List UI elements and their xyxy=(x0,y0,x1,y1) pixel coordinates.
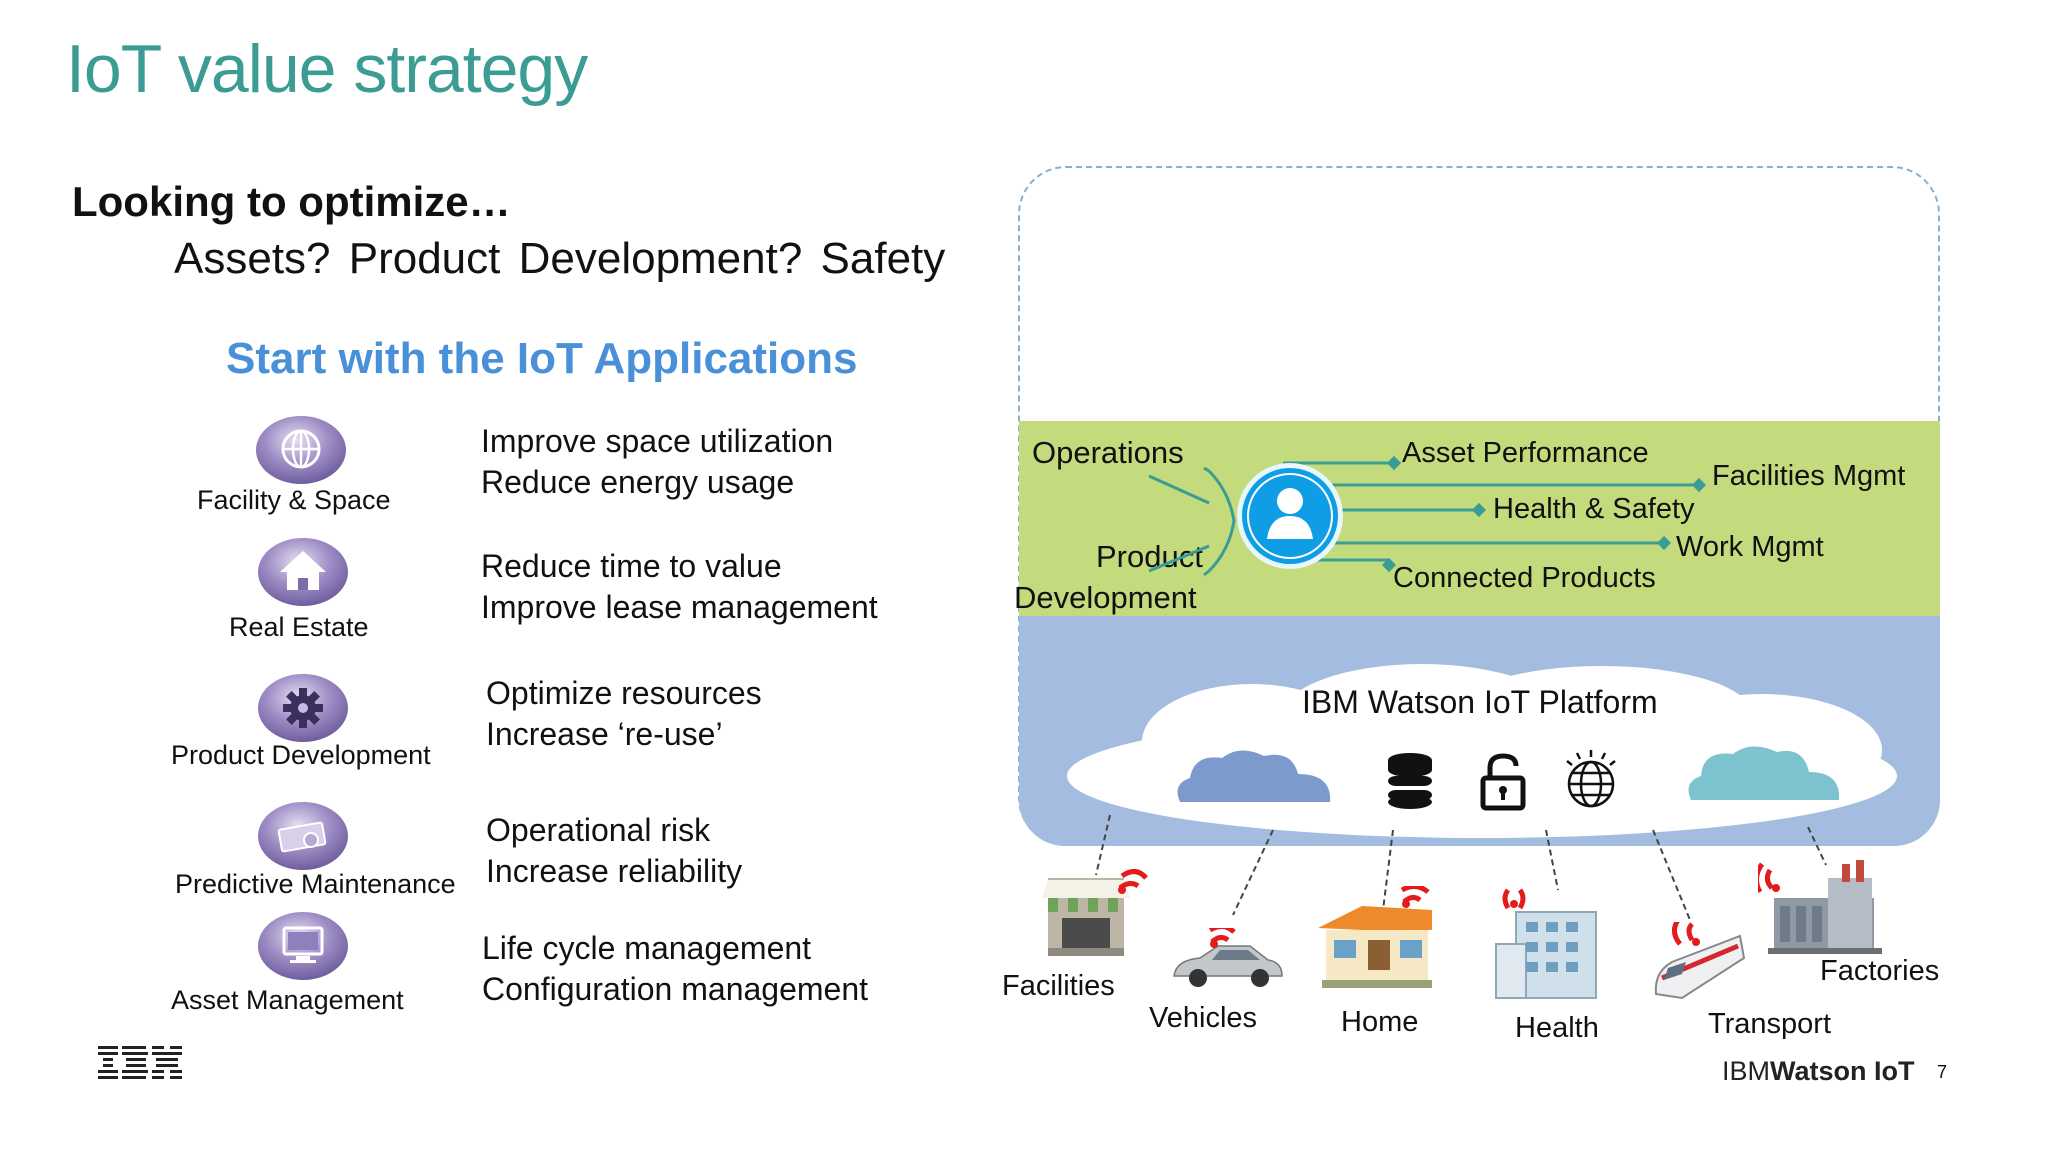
app-facilities-mgmt: Facilities Mgmt xyxy=(1712,460,1906,492)
vehicle-icon xyxy=(1173,928,1283,987)
device-vehicles: Vehicles xyxy=(1149,1002,1258,1034)
cloud-icon xyxy=(1177,750,1331,802)
money-icon xyxy=(256,800,350,872)
app-label-asset-management: Asset Management xyxy=(171,985,404,1015)
benefits-asset-management: Life cycle management Configuration mana… xyxy=(482,928,868,1010)
device-transport: Transport xyxy=(1708,1008,1832,1040)
train-icon xyxy=(1654,922,1746,1000)
app-label-facility: Facility & Space xyxy=(197,485,391,515)
device-health: Health xyxy=(1515,1012,1599,1044)
device-facilities: Facilities xyxy=(1002,970,1115,1002)
benefit-line: Operational risk xyxy=(486,812,711,848)
facilities-store-icon xyxy=(1042,869,1148,956)
ibm-logo xyxy=(98,1046,182,1079)
benefits-predictive-maintenance: Operational risk Increase reliability xyxy=(486,810,742,892)
development-label: Development xyxy=(1014,580,1197,615)
benefit-line: Increase ‘re-use’ xyxy=(486,716,723,752)
benefit-line: Configuration management xyxy=(482,971,869,1007)
applications-band xyxy=(1019,421,1940,616)
platform-label: IBM Watson IoT Platform xyxy=(1302,684,1658,720)
database-icon xyxy=(1388,753,1432,809)
question-items: Assets? Product Development? Safety xyxy=(174,234,946,283)
app-asset-performance: Asset Performance xyxy=(1402,437,1649,469)
benefit-line: Reduce time to value xyxy=(481,548,782,584)
app-connected-products: Connected Products xyxy=(1393,562,1656,594)
factory-icon xyxy=(1758,860,1882,954)
benefit-line: Improve lease management xyxy=(481,589,878,625)
app-label-product-development: Product Development xyxy=(171,740,431,770)
page-number: 7 xyxy=(1937,1062,1948,1082)
home-icon xyxy=(1318,886,1432,988)
operations-label: Operations xyxy=(1032,435,1184,470)
gear-icon xyxy=(256,672,350,744)
device-connections xyxy=(1095,814,1827,921)
cloud-icon xyxy=(1688,746,1840,800)
benefits-product-development: Optimize resources Increase ‘re-use’ xyxy=(486,673,762,755)
monitor-icon xyxy=(256,910,350,982)
watson-logo-prefix: IBM xyxy=(1722,1056,1771,1086)
watson-globe-icon xyxy=(1566,750,1616,808)
benefits-facility: Improve space utilization Reduce energy … xyxy=(481,421,833,503)
watson-iot-logo: IBMWatson IoT xyxy=(1722,1056,1915,1087)
app-label-real-estate: Real Estate xyxy=(229,612,369,642)
app-health-safety: Health & Safety xyxy=(1493,493,1695,525)
benefit-line: Improve space utilization xyxy=(481,423,834,459)
watson-logo-suffix: Watson IoT xyxy=(1770,1056,1915,1086)
benefit-line: Increase reliability xyxy=(486,853,743,889)
app-label-predictive-maintenance: Predictive Maintenance xyxy=(175,869,456,899)
device-home: Home xyxy=(1341,1006,1419,1038)
lock-icon xyxy=(1480,753,1526,811)
app-work-mgmt: Work Mgmt xyxy=(1676,531,1824,563)
connector-lines xyxy=(1148,455,1707,577)
house-icon xyxy=(256,536,350,608)
question-heading: Looking to optimize… xyxy=(72,178,511,225)
benefit-line: Optimize resources xyxy=(486,675,762,711)
globe-icon xyxy=(254,414,348,486)
benefits-real-estate: Reduce time to value Improve lease manag… xyxy=(481,546,878,628)
slide-title: IoT value strategy xyxy=(66,31,588,107)
hospital-icon xyxy=(1495,888,1597,999)
device-factories: Factories xyxy=(1820,955,1940,987)
benefit-line: Life cycle management xyxy=(482,930,812,966)
apps-heading: Start with the IoT Applications xyxy=(226,334,858,383)
benefit-line: Reduce energy usage xyxy=(481,464,795,500)
